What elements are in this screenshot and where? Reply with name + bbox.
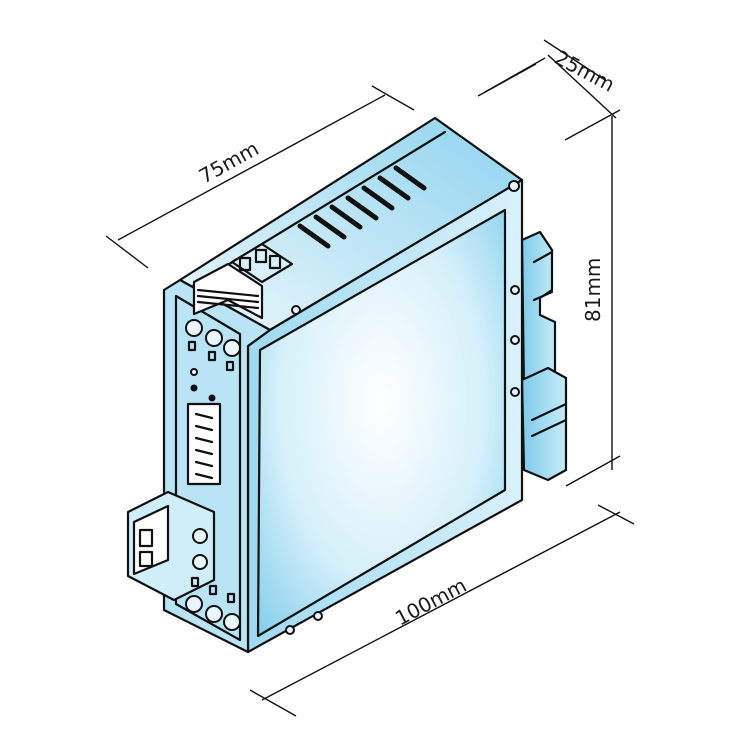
top-terminal-block <box>230 242 294 284</box>
terminal-screws-bottom <box>185 576 241 631</box>
plug-in-terminal <box>126 490 216 602</box>
side-panel-inset <box>256 208 507 638</box>
side-screws <box>285 180 520 635</box>
front-top-connector <box>192 262 264 320</box>
ventilation-slots <box>297 165 427 249</box>
dimension-25mm: 25mm <box>477 39 619 119</box>
dip-switch-block <box>186 402 222 486</box>
din-rail-clip <box>520 230 568 482</box>
dim-label-length: 100mm <box>391 573 470 630</box>
status-leds <box>190 384 216 402</box>
terminal-screws-top <box>185 319 241 376</box>
dimension-81mm: 81mm <box>564 109 621 487</box>
dim-label-height: 81mm <box>581 258 605 322</box>
